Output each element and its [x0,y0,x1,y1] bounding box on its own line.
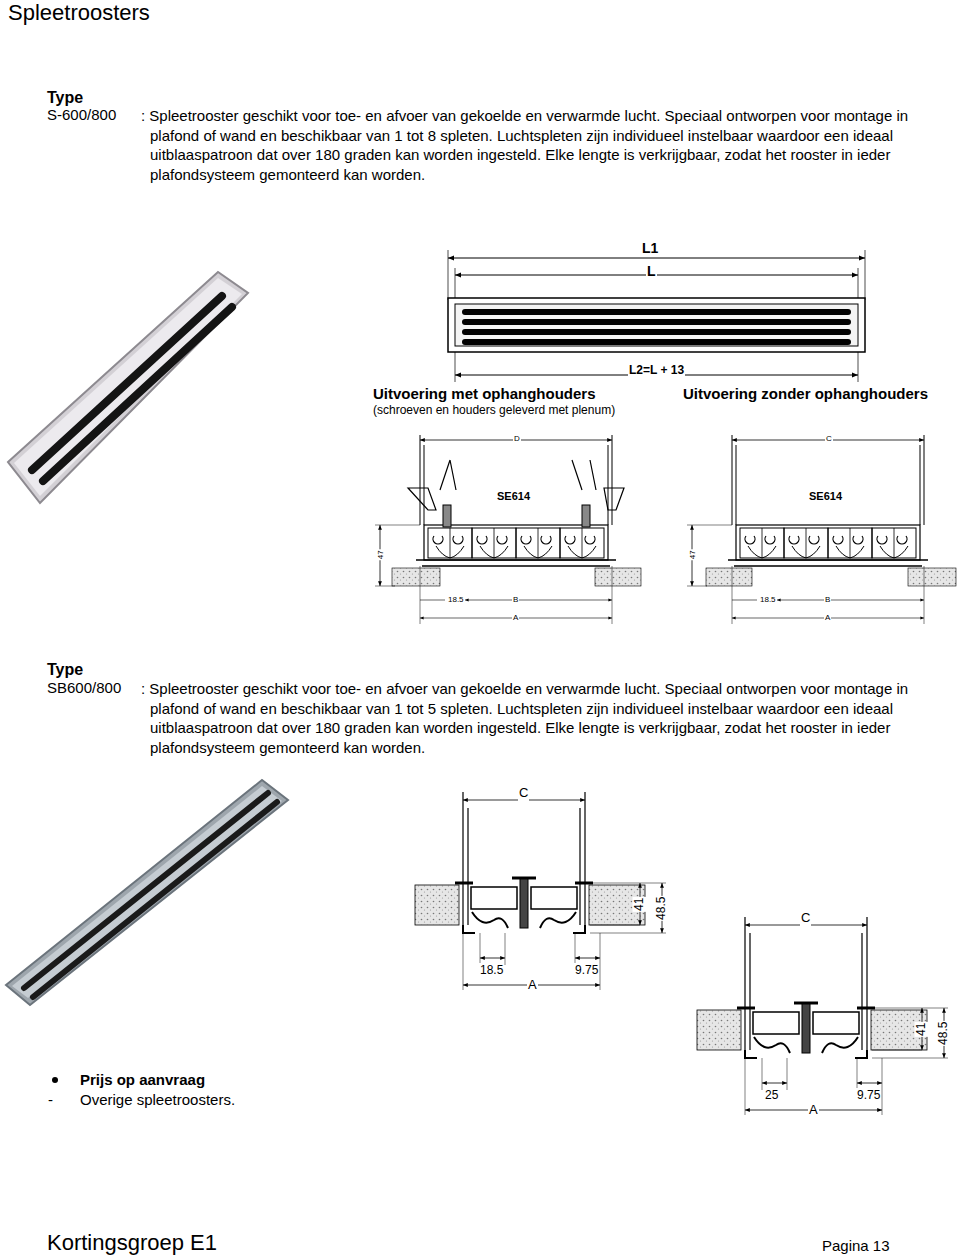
description: : Spleetrooster geschikt voor toe- en af… [150,679,940,757]
dimension: L1 [641,240,659,257]
model-code: SE614 [809,490,842,503]
dimension: C [518,785,529,801]
page-title: Spleetroosters [8,0,150,26]
type-code: SB600/800 [47,679,121,697]
dimension: L2=L + 13 [628,363,685,377]
dimension: 9.75 [856,1088,881,1102]
description: : Spleetrooster geschikt voor toe- en af… [150,106,940,184]
dimension: 18.5 [479,963,504,977]
dimension: 48.5 [655,895,669,920]
dimension: C [800,910,811,926]
list-dash: - [48,1091,53,1109]
dimension: 9.75 [574,963,599,977]
dimension: 18.5 [759,595,777,605]
model-code: SE614 [497,490,530,503]
type-heading: Type [47,88,83,107]
price-note: Prijs op aanvraag [80,1071,205,1089]
dimension: 48.5 [937,1020,951,1045]
dimension: A [808,1102,819,1118]
dimension: C [825,434,833,444]
dimension: 41 [915,1021,929,1036]
dimension: 47 [375,550,385,561]
type-heading: Type [47,660,83,679]
dimension: 18.5 [447,595,465,605]
footer-group: Kortingsgroep E1 [47,1230,217,1256]
dimension: B [824,595,831,605]
dimension: A [824,613,831,623]
dimension: 47 [687,550,697,561]
dimension: B [512,595,519,605]
variant-heading: Uitvoering zonder ophanghouders [683,385,928,403]
dimension: 25 [764,1088,779,1102]
variant-note: (schroeven en houders geleverd met plenu… [373,403,615,417]
dimension: A [527,977,538,993]
type-code: S-600/800 [47,106,116,124]
dimension: A [512,613,519,623]
page-number: Pagina 13 [822,1237,890,1255]
list-item: Overige spleetroosters. [80,1091,235,1109]
dimension: L [646,263,657,280]
variant-heading: Uitvoering met ophanghouders [373,385,596,403]
dimension: 41 [633,896,647,911]
dimension: D [513,434,521,444]
